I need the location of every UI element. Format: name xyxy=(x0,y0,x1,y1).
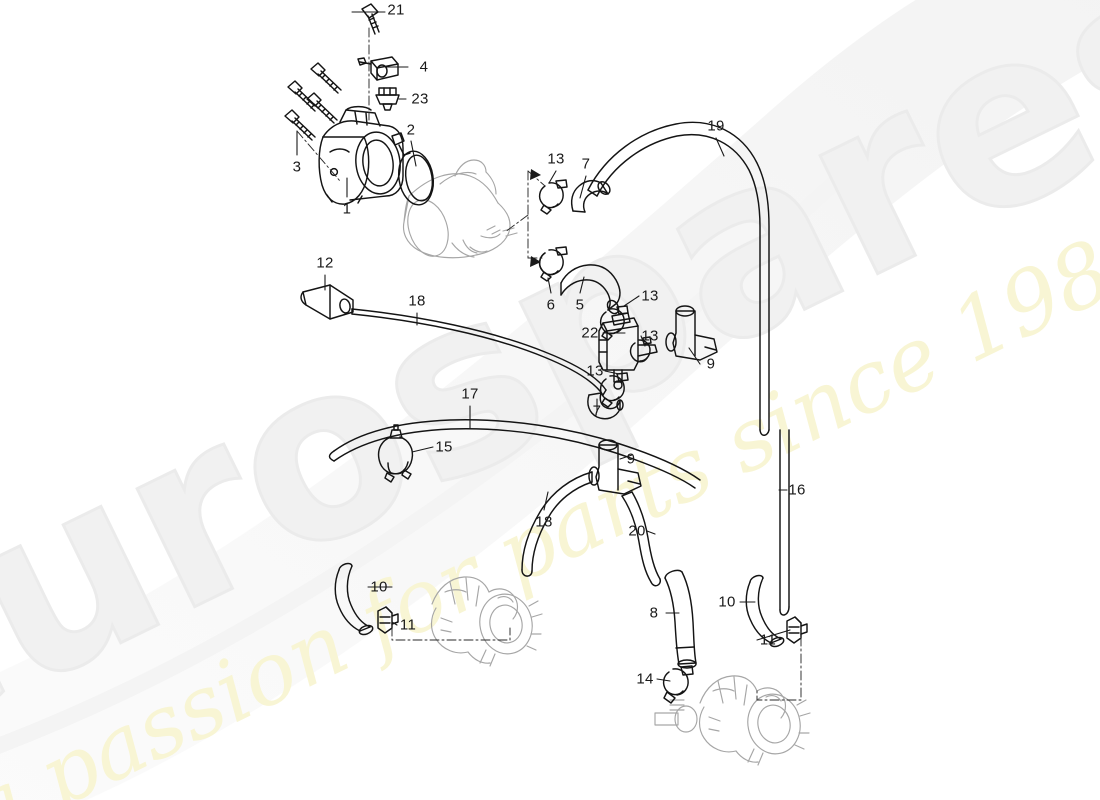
callout-hose-10-right: 10 xyxy=(718,593,736,611)
callout-seal-ring: 2 xyxy=(406,121,416,139)
callout-hose-7-upper: 7 xyxy=(581,155,591,173)
part-hose-20 xyxy=(621,491,662,587)
callout-throttle-body: 1 xyxy=(342,200,352,218)
leader-arrowheads xyxy=(530,169,541,267)
part-throttle-body xyxy=(318,105,411,205)
bolt-1 xyxy=(310,62,342,94)
callout-hose-5: 5 xyxy=(575,296,585,314)
callout-bolt-upper: 21 xyxy=(387,1,405,19)
part-hose-18-lower xyxy=(521,471,593,577)
part-hose-7-upper xyxy=(570,179,611,213)
callout-bracket: 4 xyxy=(419,58,429,76)
callout-bolts: 3 xyxy=(292,158,302,176)
callout-tee-connector-lower: 9 xyxy=(626,450,636,468)
callout-connector-pipe: 12 xyxy=(316,254,334,272)
ghost-turbocharger-left xyxy=(430,576,543,667)
part-solenoid-valve xyxy=(598,312,658,390)
callout-grommet-valve: 23 xyxy=(411,90,429,108)
callout-hose-18-upper: 18 xyxy=(408,292,426,310)
leader-lines xyxy=(296,11,791,682)
callout-hose-10-left: 10 xyxy=(370,578,388,596)
part-clamp-13a xyxy=(538,179,568,215)
part-hose-18-upper xyxy=(351,308,607,396)
part-tee-upper xyxy=(665,305,718,361)
callout-hose-clamp-14: 14 xyxy=(636,670,654,688)
part-hose-clamp-14 xyxy=(662,665,694,704)
part-hose-8 xyxy=(664,569,697,669)
part-tee-lower xyxy=(588,439,642,495)
part-hose-17 xyxy=(328,419,701,489)
callout-hose-17: 17 xyxy=(461,385,479,403)
callout-hose-20: 20 xyxy=(628,522,646,540)
callout-retaining-clip: 15 xyxy=(435,438,453,456)
part-hose-5 xyxy=(560,264,621,315)
part-hose-16 xyxy=(779,429,790,616)
ghost-intake-manifold xyxy=(402,159,518,259)
part-hose-10-right xyxy=(745,574,785,648)
callout-solenoid-valve: 22 xyxy=(581,324,599,342)
callout-hose-19: 19 xyxy=(707,117,725,135)
callout-tee-connector: 9 xyxy=(706,355,716,373)
part-hose-7-lower xyxy=(587,392,624,420)
part-hose-19 xyxy=(587,121,770,436)
alignment-axes xyxy=(296,27,802,701)
bolt-4 xyxy=(284,109,316,141)
part-bolts xyxy=(284,62,342,141)
part-clamp-13e xyxy=(599,372,629,408)
part-retaining-clip xyxy=(377,424,414,483)
callout-clip-11-right: 11 xyxy=(759,631,777,649)
ghost-turbocharger-right xyxy=(654,675,811,766)
callout-hose-7-lower: 7 xyxy=(592,402,602,420)
part-clamp-6 xyxy=(538,252,559,276)
callout-clamp: 13 xyxy=(641,327,659,345)
callout-hose-16: 16 xyxy=(788,481,806,499)
part-bracket xyxy=(357,56,399,81)
callout-clamp: 13 xyxy=(586,362,604,380)
bolt-3 xyxy=(306,92,338,124)
callout-clamp: 13 xyxy=(641,287,659,305)
callout-clamp: 13 xyxy=(547,150,565,168)
part-connector-pipe xyxy=(300,284,354,320)
callout-hose-18-lower: 18 xyxy=(535,513,553,531)
callout-hose-8: 8 xyxy=(649,604,659,622)
callout-clamp-6: 6 xyxy=(546,296,556,314)
callout-clip-11-left: 11 xyxy=(399,616,417,634)
part-hose-10-left xyxy=(334,562,374,636)
part-grommet-valve xyxy=(375,87,400,111)
part-seal-ring xyxy=(397,150,435,206)
